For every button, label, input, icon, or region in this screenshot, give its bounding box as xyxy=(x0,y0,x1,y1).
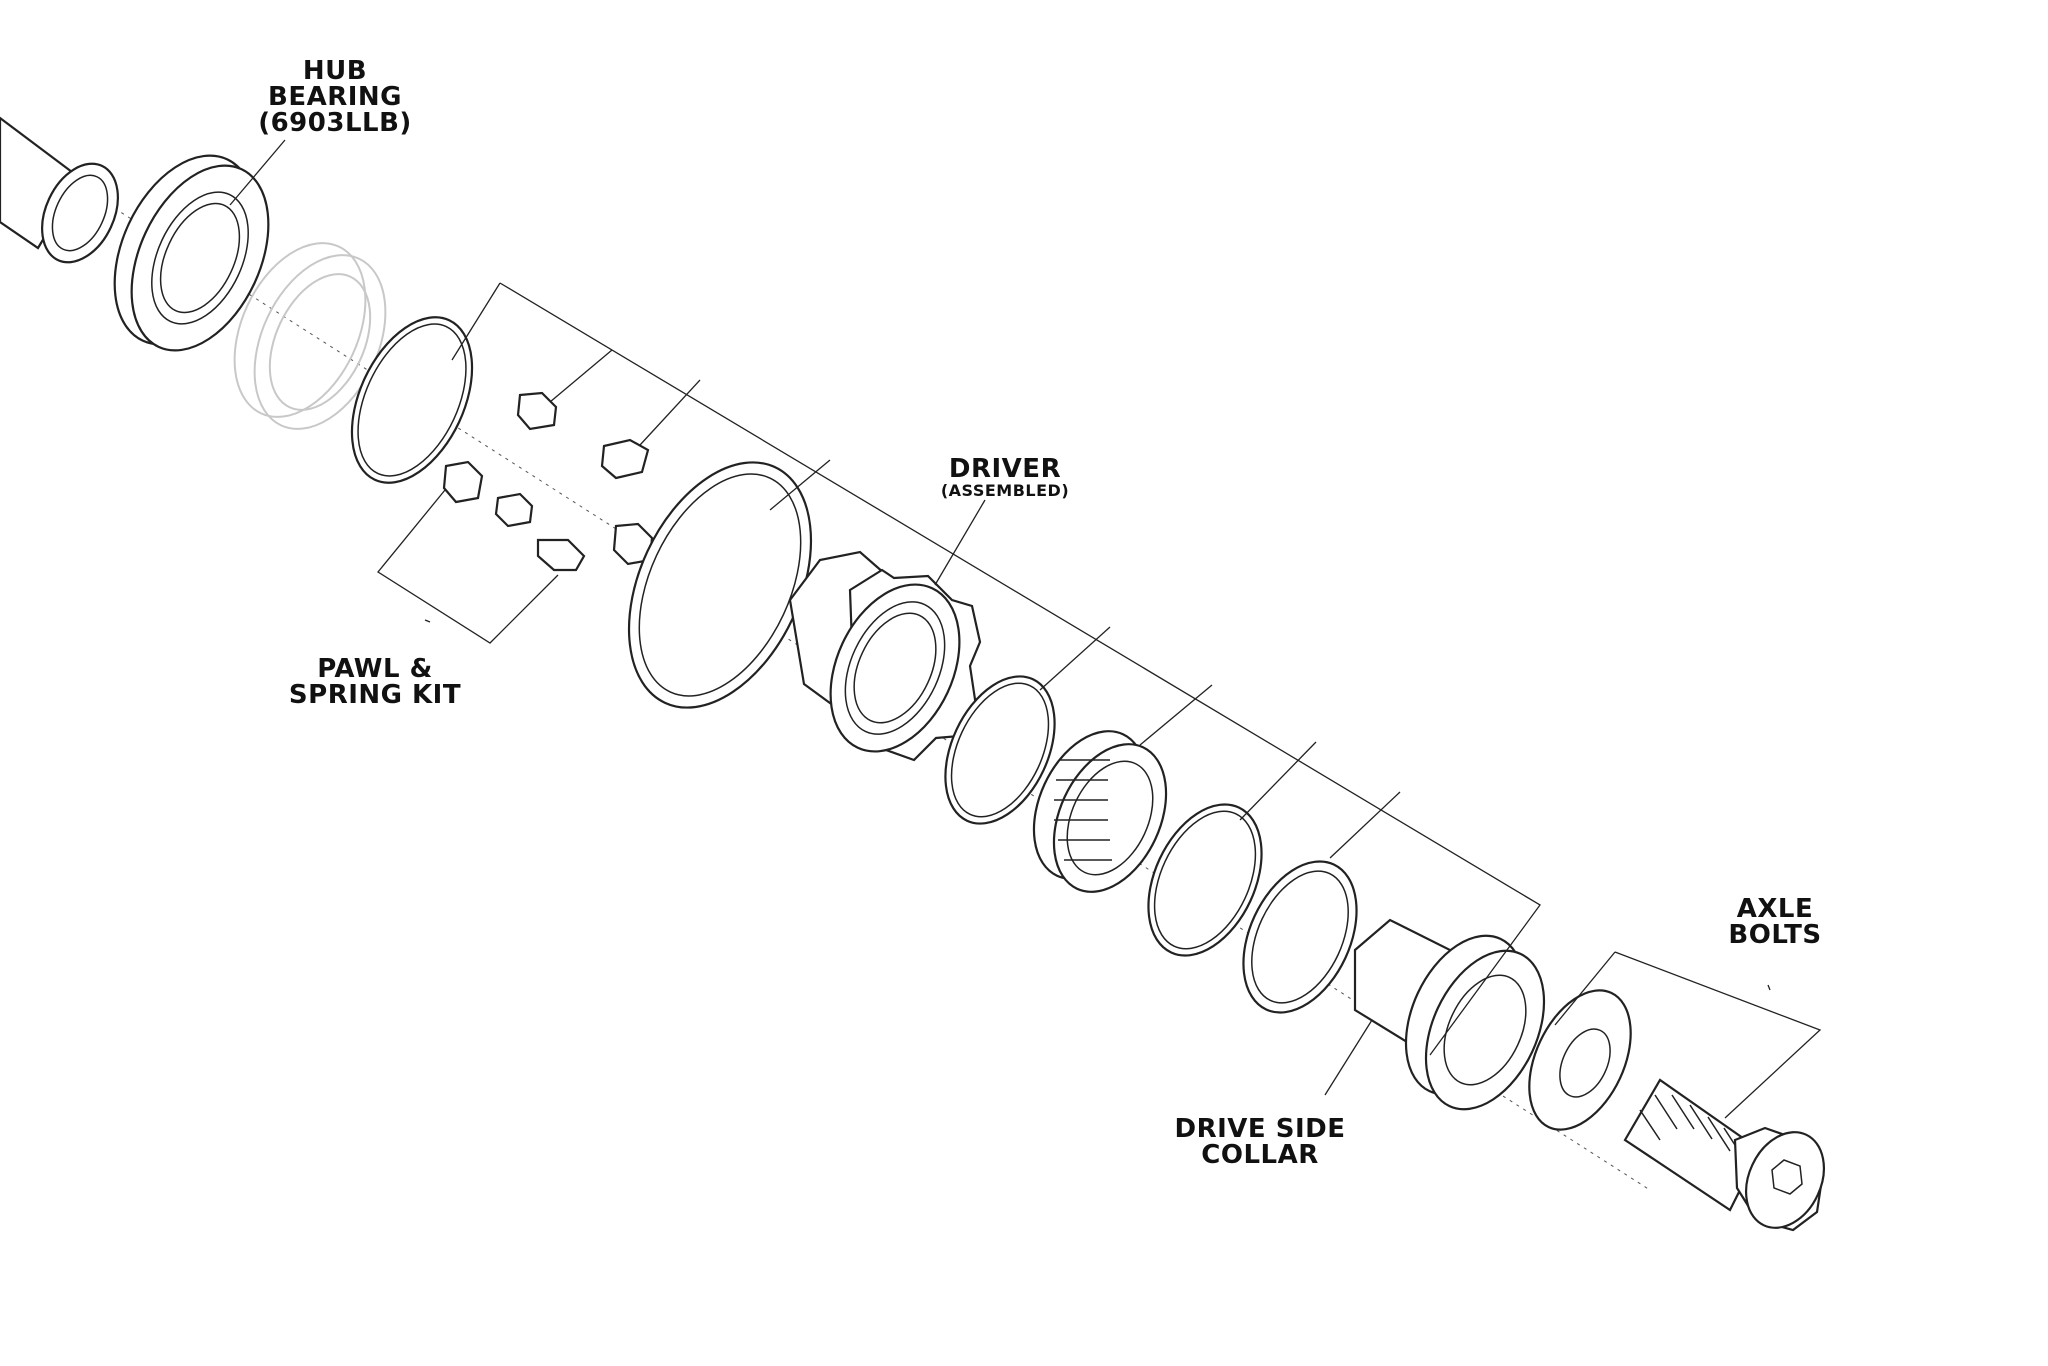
leader-pawl-spring-kit xyxy=(377,489,559,644)
driver-assembled xyxy=(788,550,982,762)
leader-hub-bearing xyxy=(229,139,286,206)
label-axle-bolts: AXLE BOLTS xyxy=(1728,894,1822,950)
hub-bearing xyxy=(113,154,270,352)
hub-shell-tube xyxy=(0,116,119,264)
label-pawl-spring-kit: PAWL & SPRING KIT xyxy=(288,654,462,710)
leader-drive-side-collar xyxy=(1324,1019,1373,1096)
drive-side-collar xyxy=(1353,918,1546,1111)
label-hub-bearing: HUB BEARING (6903LLB) xyxy=(258,56,412,138)
label-driver: DRIVER (ASSEMBLED) xyxy=(940,454,1070,500)
driver-needle-bearing xyxy=(1032,730,1168,893)
snap-ring-3 xyxy=(1242,860,1358,1014)
axle-washer xyxy=(1528,989,1632,1131)
label-drive-side-collar: DRIVE SIDE COLLAR xyxy=(1174,1114,1346,1170)
leader-driver xyxy=(934,499,986,586)
leader-bracket-driver-group xyxy=(451,282,1541,1056)
axle-bolt xyxy=(1623,1078,1825,1232)
driver-washer xyxy=(627,461,813,709)
leader-axle-bolts xyxy=(1554,951,1822,1119)
pawl-spring-parts xyxy=(442,391,654,572)
